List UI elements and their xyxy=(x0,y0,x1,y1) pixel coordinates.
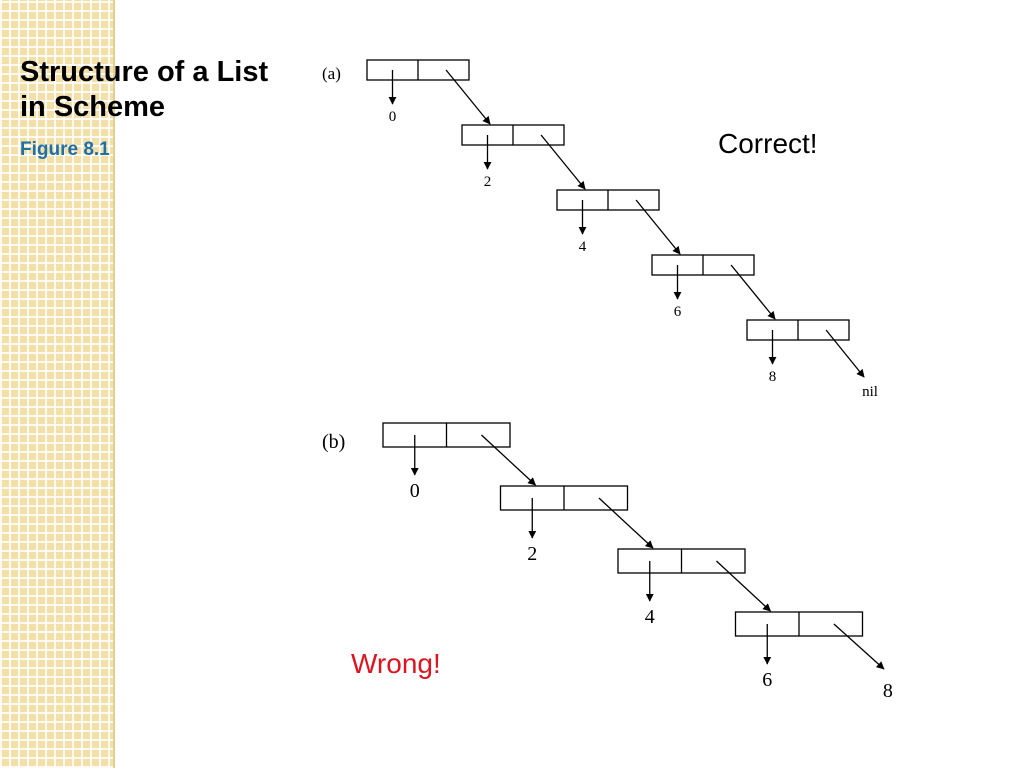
cons-cell: 6 xyxy=(651,254,776,320)
cdr-pointer-arrow xyxy=(635,199,681,255)
cdr-pointer-arrow xyxy=(825,329,865,378)
cons-cell: 4 xyxy=(617,548,772,628)
terminal-label: 8 xyxy=(883,680,893,702)
terminal-label: nil xyxy=(862,384,878,400)
car-value-label: 6 xyxy=(674,304,682,320)
car-value-label: 2 xyxy=(527,543,537,565)
cons-cell: 2 xyxy=(461,124,586,190)
cdr-pointer-arrow xyxy=(730,264,776,320)
wrong-annotation: Wrong! xyxy=(351,648,441,679)
cons-cell: 8 xyxy=(746,319,865,385)
correct-annotation: Correct! xyxy=(718,128,818,159)
decorative-side-strip xyxy=(0,0,115,768)
car-value-label: 4 xyxy=(579,239,587,255)
diagram-a-list: 0 2 4 6 8 nil xyxy=(366,59,878,400)
cons-cell: 6 xyxy=(734,611,885,691)
car-value-label: 4 xyxy=(645,606,655,628)
car-value-label: 8 xyxy=(769,369,777,385)
diagram-b-list: 0 2 4 6 8 xyxy=(382,422,893,702)
cdr-pointer-arrow xyxy=(445,69,491,125)
car-value-label: 0 xyxy=(410,480,420,502)
cons-cell: 0 xyxy=(382,422,537,502)
cdr-pointer-arrow xyxy=(480,434,537,486)
cons-cell: 4 xyxy=(556,189,681,255)
cdr-pointer-arrow xyxy=(598,497,654,549)
car-value-label: 6 xyxy=(762,669,772,691)
cdr-pointer-arrow xyxy=(715,560,772,612)
cdr-pointer-arrow xyxy=(540,134,586,190)
diagram-b-label: (b) xyxy=(322,431,345,453)
diagram-a-label: (a) xyxy=(322,64,341,83)
cons-cell: 2 xyxy=(499,485,654,565)
car-value-label: 0 xyxy=(389,109,397,125)
slide-title: Structure of a List in Scheme xyxy=(20,56,269,123)
car-value-label: 2 xyxy=(484,174,492,190)
figure-caption: Figure 8.1 xyxy=(20,139,110,160)
cons-cell: 0 xyxy=(366,59,491,125)
cdr-pointer-arrow xyxy=(833,623,885,670)
